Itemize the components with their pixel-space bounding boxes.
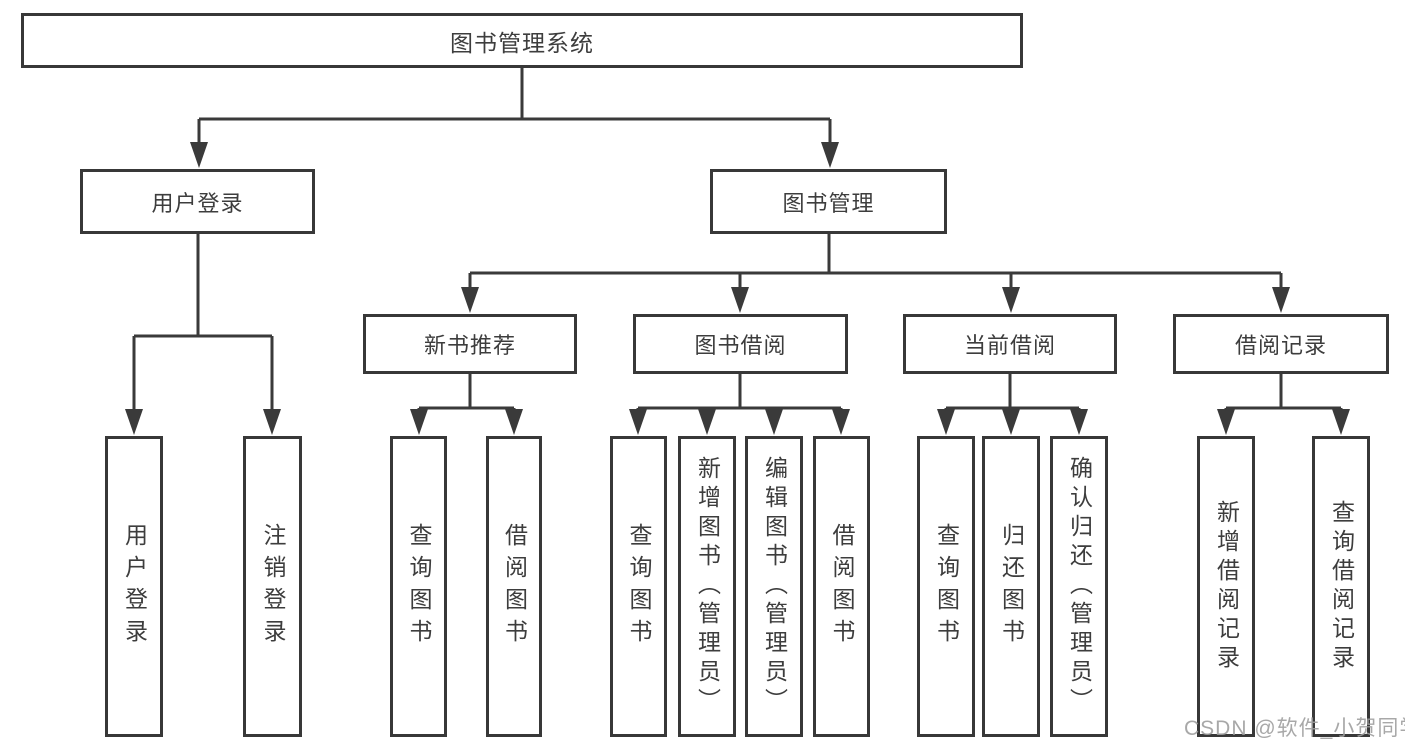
leaf-label: 确认归还（管理员） (1066, 456, 1093, 717)
leaf-label: 查询图书 (933, 522, 960, 651)
leaf-query-books-current: 查询图书 (917, 436, 975, 737)
leaf-label: 用户登录 (121, 522, 148, 651)
leaf-borrow-books-recommend: 借阅图书 (486, 436, 542, 737)
node-book-borrowing: 图书借阅 (633, 314, 848, 374)
leaf-label: 新增图书（管理员） (694, 456, 721, 717)
leaf-query-borrow-record: 查询借阅记录 (1312, 436, 1370, 737)
leaf-label: 查询图书 (406, 522, 432, 651)
node-user-login: 用户登录 (80, 169, 315, 234)
leaf-label: 借阅图书 (829, 522, 855, 651)
node-borrowing-records: 借阅记录 (1173, 314, 1389, 374)
leaf-query-books-borrow: 查询图书 (610, 436, 667, 737)
leaf-label: 借阅图书 (501, 522, 528, 651)
leaf-label: 查询借阅记录 (1328, 499, 1355, 674)
node-new-book-recommendation: 新书推荐 (363, 314, 577, 374)
leaf-user-login: 用户登录 (105, 436, 163, 737)
leaf-confirm-return-admin: 确认归还（管理员） (1050, 436, 1108, 737)
leaf-add-books-admin: 新增图书（管理员） (678, 436, 736, 737)
csdn-watermark: CSDN @软件_小贺同学 (1184, 717, 1405, 740)
node-book-management: 图书管理 (710, 169, 947, 234)
leaf-label: 注销登录 (260, 522, 286, 651)
leaf-label: 查询图书 (626, 522, 652, 651)
node-current-borrowing: 当前借阅 (903, 314, 1117, 374)
leaf-label: 新增借阅记录 (1213, 499, 1240, 674)
leaf-label: 编辑图书（管理员） (761, 456, 788, 717)
leaf-add-borrow-record: 新增借阅记录 (1197, 436, 1255, 737)
node-library-management-system: 图书管理系统 (21, 13, 1023, 68)
leaf-label: 归还图书 (998, 522, 1025, 651)
leaf-return-books: 归还图书 (982, 436, 1040, 737)
leaf-edit-books-admin: 编辑图书（管理员） (745, 436, 803, 737)
leaf-query-books-recommend: 查询图书 (390, 436, 447, 737)
leaf-borrow-books: 借阅图书 (813, 436, 870, 737)
leaf-logout: 注销登录 (243, 436, 302, 737)
